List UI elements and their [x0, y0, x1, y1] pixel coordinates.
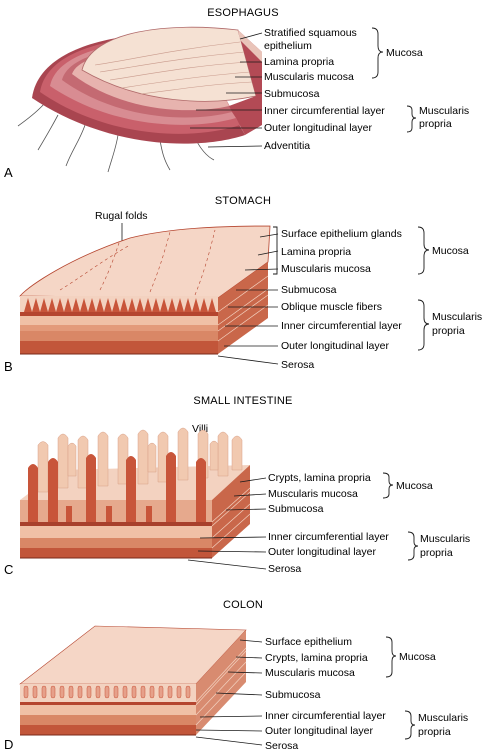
group-mucosa: Mucosa [399, 651, 436, 663]
panel-letter-c: C [4, 562, 13, 577]
label-serosa: Serosa [265, 740, 298, 752]
panel-letter-a: A [4, 165, 13, 180]
label-oblique-muscle: Oblique muscle fibers [281, 301, 382, 313]
stomach-surface [19, 225, 271, 299]
muscularis-propria-bracket [417, 299, 430, 351]
muscularis-propria-bracket [404, 710, 416, 740]
group-propria: propria [419, 118, 452, 130]
label-inner-circumferential: Inner circumferential layer [281, 320, 402, 332]
label-serosa: Serosa [268, 563, 301, 575]
label-crypts-lamina-propria: Crypts, lamina propria [265, 652, 368, 664]
panel-esophagus: ESOPHAGUS [4, 7, 469, 180]
label-surface-epithelium-glands: Surface epithelium glands [281, 228, 402, 240]
panel-letter-d: D [4, 737, 13, 752]
esophagus-cut-face [229, 30, 262, 135]
group-muscularis: Muscularis [420, 533, 470, 545]
colon-inner-circ [20, 715, 196, 725]
esophagus-title: ESOPHAGUS [207, 7, 279, 19]
colon-outer-long [20, 725, 196, 735]
group-propria: propria [432, 325, 465, 337]
si-inner-circ [20, 538, 212, 548]
stomach-title: STOMACH [215, 195, 271, 207]
label-outer-longitudinal: Outer longitudinal layer [265, 725, 373, 737]
mucosa-bracket [382, 472, 394, 499]
colon-crypts [23, 685, 191, 699]
label-muscularis-mucosa: Muscularis mucosa [281, 263, 371, 275]
group-propria: propria [420, 547, 453, 559]
stomach-outer-long [20, 341, 218, 354]
panel-small-intestine: SMALL INTESTINE Villi [4, 395, 470, 577]
label-outer-longitudinal: Outer longitudinal layer [264, 122, 372, 134]
label-lamina-propria: Lamina propria [264, 56, 334, 68]
group-muscularis: Muscularis [432, 311, 482, 323]
label-submucosa: Submucosa [265, 689, 321, 701]
mucosa-bracket [385, 636, 397, 678]
stomach-muscularis-mucosa [20, 312, 218, 316]
mucosa-bracket [417, 226, 430, 275]
rugal-fold-lines [59, 229, 216, 296]
colon-title: COLON [223, 599, 263, 611]
label-serosa: Serosa [281, 359, 314, 371]
group-muscularis: Muscularis [419, 105, 469, 117]
si-side-face [212, 465, 250, 558]
stomach-submucosa [20, 316, 218, 325]
group-mucosa: Mucosa [386, 47, 423, 59]
stomach-oblique [20, 325, 218, 331]
label-submucosa: Submucosa [268, 503, 324, 515]
group-propria: propria [418, 726, 451, 738]
muscularis-propria-bracket [406, 105, 417, 133]
label-lamina-propria: Lamina propria [281, 246, 351, 258]
label-outer-longitudinal: Outer longitudinal layer [281, 340, 389, 352]
colon-submucosa [20, 705, 196, 715]
si-submucosa [20, 526, 212, 538]
mucosa-bracket [371, 27, 384, 79]
label-epithelium: epithelium [264, 40, 312, 52]
si-crypts [28, 500, 206, 522]
label-submucosa: Submucosa [281, 284, 337, 296]
stomach-inner-circ [20, 331, 218, 341]
label-inner-circumferential: Inner circumferential layer [265, 710, 386, 722]
si-leader-lines [187, 477, 267, 570]
callout-rugal-folds: Rugal folds [95, 210, 148, 222]
stomach-leader-lines [217, 233, 279, 365]
colon-muscularis-mucosa [20, 702, 196, 705]
muscularis-propria-bracket [407, 531, 419, 561]
group-mucosa: Mucosa [396, 480, 433, 492]
group-muscularis: Muscularis [418, 712, 468, 724]
label-muscularis-mucosa: Muscularis mucosa [268, 488, 358, 500]
label-outer-longitudinal: Outer longitudinal layer [268, 546, 376, 558]
panel-letter-b: B [4, 359, 13, 374]
colon-side-face [196, 630, 246, 735]
panel-stomach: STOMACH Rugal folds [4, 195, 482, 374]
stomach-glands [24, 298, 216, 312]
label-muscularis-mucosa: Muscularis mucosa [265, 667, 355, 679]
si-outer-long [20, 548, 212, 558]
label-adventitia: Adventitia [264, 140, 310, 152]
label-surface-epithelium: Surface epithelium [265, 636, 352, 648]
label-inner-circumferential: Inner circumferential layer [268, 531, 389, 543]
colon-leader-lines [195, 639, 263, 746]
panel-colon: COLON [4, 599, 468, 752]
si-villi-light [37, 427, 243, 493]
esophagus-leader-lines [190, 32, 263, 148]
stomach-left-bracket [273, 226, 278, 275]
small-intestine-title: SMALL INTESTINE [193, 395, 292, 407]
label-submucosa: Submucosa [264, 88, 320, 100]
label-crypts-lamina-propria: Crypts, lamina propria [268, 472, 371, 484]
label-stratified-squamous: Stratified squamous [264, 27, 357, 39]
label-muscularis-mucosa: Muscularis mucosa [264, 71, 354, 83]
group-mucosa: Mucosa [432, 245, 469, 257]
si-villi-dark [28, 452, 206, 512]
label-inner-circumferential: Inner circumferential layer [264, 105, 385, 117]
epithelium-texture [94, 41, 253, 95]
si-muscularis-mucosa [20, 522, 212, 526]
